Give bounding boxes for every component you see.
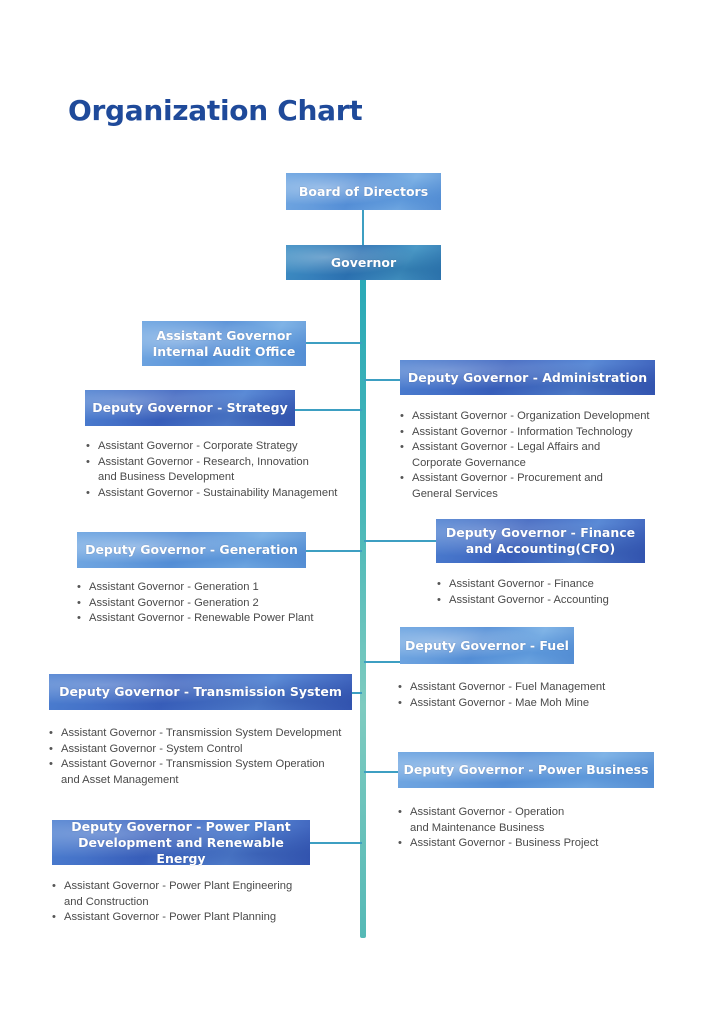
deputy-powerplant-box[interactable]: Deputy Governor - Power Plant Developmen… — [52, 819, 310, 866]
deputy-administration-box[interactable]: Deputy Governor - Administration — [400, 360, 655, 395]
list-item: Assistant Governor - System Control — [49, 742, 341, 758]
deputy-transmission-box[interactable]: Deputy Governor - Transmission System — [49, 674, 352, 710]
transmission-list: Assistant Governor - Transmission System… — [49, 726, 341, 788]
administration-list: Assistant Governor - Organization Develo… — [400, 409, 650, 502]
list-item: Assistant Governor - Power Plant Plannin… — [52, 910, 292, 926]
list-item: Assistant Governor - Procurement andGene… — [400, 471, 650, 502]
strategy-list: Assistant Governor - Corporate Strategy … — [86, 439, 337, 501]
board-of-directors-box[interactable]: Board of Directors — [286, 173, 441, 210]
list-item: Assistant Governor - Sustainability Mana… — [86, 486, 337, 502]
finance-list: Assistant Governor - Finance Assistant G… — [437, 577, 609, 608]
list-item: Assistant Governor - Information Technol… — [400, 425, 650, 441]
governor-box[interactable]: Governor — [286, 245, 441, 280]
connector-board-governor — [362, 210, 364, 246]
connector-powerplant — [310, 842, 362, 844]
list-item: Assistant Governor - Power Plant Enginee… — [52, 879, 292, 910]
list-item: Assistant Governor - Finance — [437, 577, 609, 593]
list-item: Assistant Governor - Transmission System… — [49, 757, 341, 788]
deputy-fuel-box[interactable]: Deputy Governor - Fuel — [400, 627, 574, 664]
page-title: Organization Chart — [68, 94, 363, 127]
list-item: Assistant Governor - Accounting — [437, 593, 609, 609]
connector-fuel — [364, 661, 400, 663]
list-item: Assistant Governor - Renewable Power Pla… — [77, 611, 313, 627]
generation-list: Assistant Governor - Generation 1 Assist… — [77, 580, 313, 627]
connector-administration — [364, 379, 400, 381]
fuel-list: Assistant Governor - Fuel Management Ass… — [398, 680, 605, 711]
list-item: Assistant Governor - Generation 1 — [77, 580, 313, 596]
deputy-powerbusiness-box[interactable]: Deputy Governor - Power Business — [398, 752, 654, 788]
list-item: Assistant Governor - Generation 2 — [77, 596, 313, 612]
org-spine — [360, 276, 366, 938]
list-item: Assistant Governor - Business Project — [398, 836, 598, 852]
connector-transmission — [352, 692, 362, 694]
list-item: Assistant Governor - Organization Develo… — [400, 409, 650, 425]
list-item: Assistant Governor - Transmission System… — [49, 726, 341, 742]
list-item: Assistant Governor - Fuel Management — [398, 680, 605, 696]
connector-finance — [364, 540, 436, 542]
connector-generation — [306, 550, 362, 552]
list-item: Assistant Governor - Research, Innovatio… — [86, 455, 337, 486]
deputy-strategy-box[interactable]: Deputy Governor - Strategy — [85, 390, 295, 426]
connector-strategy — [295, 409, 362, 411]
powerplant-list: Assistant Governor - Power Plant Enginee… — [52, 879, 292, 926]
list-item: Assistant Governor - Corporate Strategy — [86, 439, 337, 455]
list-item: Assistant Governor - Legal Affairs andCo… — [400, 440, 650, 471]
connector-audit — [306, 342, 362, 344]
internal-audit-box[interactable]: Assistant Governor Internal Audit Office — [142, 321, 306, 366]
deputy-finance-box[interactable]: Deputy Governor - Finance and Accounting… — [436, 519, 645, 563]
list-item: Assistant Governor - Mae Moh Mine — [398, 696, 605, 712]
connector-powerbusiness — [364, 771, 398, 773]
deputy-generation-box[interactable]: Deputy Governor - Generation — [77, 532, 306, 568]
